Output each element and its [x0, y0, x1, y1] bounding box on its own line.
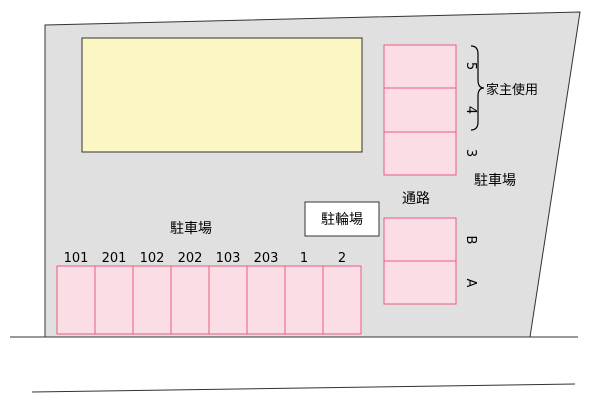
parking-space-5 [383, 44, 457, 89]
bicycle-parking-label: 駐輪場 [321, 211, 363, 228]
passage-label: 通路 [402, 191, 430, 207]
space-label-5: 5 [463, 62, 478, 70]
bottom-parking-row: 101 201 102 202 103 203 1 2 [56, 251, 362, 335]
parking-space-101 [56, 265, 96, 335]
parking-space-103 [208, 265, 248, 335]
parking-label-right: 駐車場 [474, 172, 516, 189]
space-label-202: 202 [178, 251, 203, 266]
parking-space-102 [132, 265, 172, 335]
space-label-102: 102 [140, 251, 165, 266]
space-label-1: 1 [300, 251, 308, 266]
right-parking-bottom: B A [383, 217, 478, 305]
owner-use-label: 家主使用 [486, 82, 538, 98]
road-line-bottom [31, 383, 576, 393]
parking-space-201 [94, 265, 134, 335]
space-label-201: 201 [102, 251, 127, 266]
building [81, 37, 363, 153]
space-label-B: B [463, 236, 478, 245]
space-label-4: 4 [463, 106, 478, 114]
parking-label-bottom: 駐車場 [170, 220, 212, 237]
bicycle-parking-box [304, 201, 380, 237]
right-parking-top: 5 4 3 [383, 44, 478, 176]
space-label-101: 101 [64, 251, 89, 266]
owner-use-brace [470, 45, 485, 131]
space-label-203: 203 [254, 251, 279, 266]
space-label-103: 103 [216, 251, 241, 266]
space-label-A: A [463, 279, 478, 288]
parking-space-1 [284, 265, 324, 335]
parking-space-B [383, 217, 457, 262]
parking-space-2 [322, 265, 362, 335]
parking-space-203 [246, 265, 286, 335]
parking-space-202 [170, 265, 210, 335]
parking-space-A [383, 260, 457, 305]
parking-space-4 [383, 87, 457, 133]
space-label-3: 3 [463, 149, 478, 157]
parking-space-3 [383, 131, 457, 176]
space-label-2: 2 [338, 251, 346, 266]
